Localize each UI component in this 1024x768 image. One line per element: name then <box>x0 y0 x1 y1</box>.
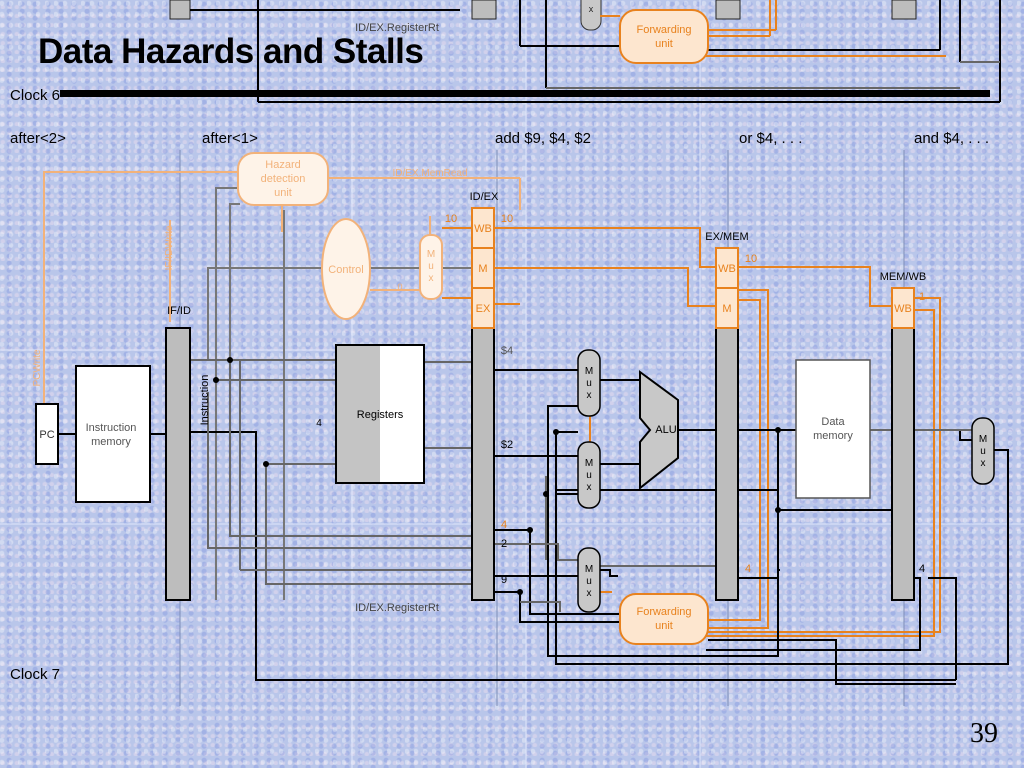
page-number: 39 <box>970 718 998 749</box>
control-unit <box>321 218 371 320</box>
reg-rs-value: $4 <box>501 345 513 357</box>
control-mux <box>419 234 443 300</box>
control-pipeline-wires <box>442 227 941 637</box>
stage-memwb-instruction: and $4, . . . <box>914 130 990 147</box>
datapath-wires <box>58 369 1009 685</box>
instruction-vertical-label: Instruction <box>199 375 211 426</box>
dmem-label-2: memory <box>813 430 853 442</box>
hazard-gray-wires <box>207 187 472 600</box>
wb-mux-u: u <box>980 446 986 457</box>
alu-mux-b-u: u <box>586 470 592 481</box>
top-forwarding-unit <box>619 9 709 64</box>
top-mux-label: x <box>589 4 594 14</box>
control-mux-zero: 0 <box>397 282 402 292</box>
data-memory <box>795 359 871 499</box>
id-ex-register <box>471 327 495 601</box>
alu-mux-b-m: M <box>585 458 593 469</box>
mem-wb-wb <box>891 287 915 329</box>
pc-label: PC <box>39 429 54 441</box>
memread-label: ID/EX.MemRead <box>392 168 467 179</box>
if-id-label: IF/ID <box>167 305 191 317</box>
pc-register <box>35 403 59 465</box>
rs-num-value: 4 <box>501 519 507 531</box>
regdst-mux-x: x <box>587 588 592 599</box>
if-id-register <box>165 327 191 601</box>
ex-mem-wb-label: WB <box>718 263 736 275</box>
imem-label-2: memory <box>91 436 131 448</box>
regdst-mux-u: u <box>586 576 592 587</box>
stage-exmem-instruction: or $4, . . . <box>739 130 803 147</box>
alu-label: ALU <box>655 424 676 436</box>
alu-mux-a-m: M <box>585 366 593 377</box>
top-forwarding-label-1: Forwarding <box>636 24 691 36</box>
registerrt-label: ID/EX.RegisterRt <box>355 602 439 614</box>
pcwrite-label: PCWrite <box>32 349 43 386</box>
register-file-shade <box>337 346 380 482</box>
writeback-mux <box>971 417 995 485</box>
memwb-wb-out-value: 1 <box>919 291 925 303</box>
clock-bottom-label: Clock 7 <box>10 666 61 683</box>
hazard-label-1: Hazard <box>265 159 300 171</box>
reg-rt-value: $2 <box>501 439 513 451</box>
hazard-detection-unit <box>237 152 329 206</box>
alu-mux-a-x: x <box>587 390 592 401</box>
ex-mem-label: EX/MEM <box>705 231 748 243</box>
exmem-wb-out-value: 10 <box>745 253 757 265</box>
alu-mux-b <box>577 441 601 509</box>
ex-mem-m-label: M <box>722 303 731 315</box>
previous-clock-diagram <box>169 0 1001 103</box>
forwarding-unit <box>619 593 709 645</box>
regdst-mux-m: M <box>585 564 593 575</box>
ex-mem-m <box>715 287 739 329</box>
regdst-mux <box>577 547 601 613</box>
alu-mux-a-u: u <box>586 378 592 389</box>
mem-wb-register <box>891 327 915 601</box>
id-ex-ex <box>471 287 495 329</box>
exmem-rd-value: 4 <box>745 563 751 575</box>
wb-mux-m: M <box>979 434 987 445</box>
mem-wb-wb-label: WB <box>894 303 912 315</box>
rd-num-value: 9 <box>501 574 507 586</box>
control-mux-u: u <box>428 261 434 272</box>
forwarding-label-1: Forwarding <box>636 606 691 618</box>
hazard-label-2: detection <box>261 173 306 185</box>
wb-mux-x: x <box>981 458 986 469</box>
ex-mem-register <box>715 327 739 601</box>
clock-top-label: Clock 6 <box>10 87 61 104</box>
rt-num-value: 2 <box>501 538 507 550</box>
control-mux-x: x <box>429 273 434 284</box>
clock-separator-bar <box>60 90 990 97</box>
id-ex-wb-label: WB <box>474 223 492 235</box>
top-registerrt-label: ID/EX.RegisterRt <box>355 22 439 34</box>
hazard-control-wires <box>43 171 521 404</box>
reg-port-label: 4 <box>316 418 322 429</box>
forwarding-label-2: unit <box>655 620 673 632</box>
dmem-label-1: Data <box>821 416 845 428</box>
registers-label: Registers <box>357 409 404 421</box>
register-feed-wires <box>190 359 972 612</box>
mem-wb-label: MEM/WB <box>880 271 926 283</box>
wire-junctions <box>213 357 781 595</box>
memwb-rd-value: 4 <box>919 563 925 575</box>
stage-idex-instruction: add $9, $4, $2 <box>495 130 591 147</box>
id-ex-m-label: M <box>478 263 487 275</box>
hazard-label-3: unit <box>274 187 292 199</box>
stage-after1-label: after<1> <box>202 130 258 147</box>
idex-wb-out-value: 10 <box>501 213 513 225</box>
alu-mux-b-x: x <box>587 482 592 493</box>
control-mux-m: M <box>427 249 435 260</box>
stage-after2-label: after<2> <box>10 130 66 147</box>
alu-mux-a <box>577 349 601 417</box>
alu <box>639 370 679 491</box>
id-ex-label: ID/EX <box>470 191 499 203</box>
imem-label-1: Instruction <box>86 422 137 434</box>
id-ex-ex-label: EX <box>476 303 491 315</box>
control-label: Control <box>328 264 363 276</box>
idex-wb-in-value: 10 <box>445 213 457 225</box>
ifidwrite-label: IF/IDWrite <box>164 225 175 270</box>
slide-title: Data Hazards and Stalls <box>38 32 424 71</box>
top-forwarding-label-2: unit <box>655 38 673 50</box>
instruction-memory-shade <box>113 368 149 500</box>
